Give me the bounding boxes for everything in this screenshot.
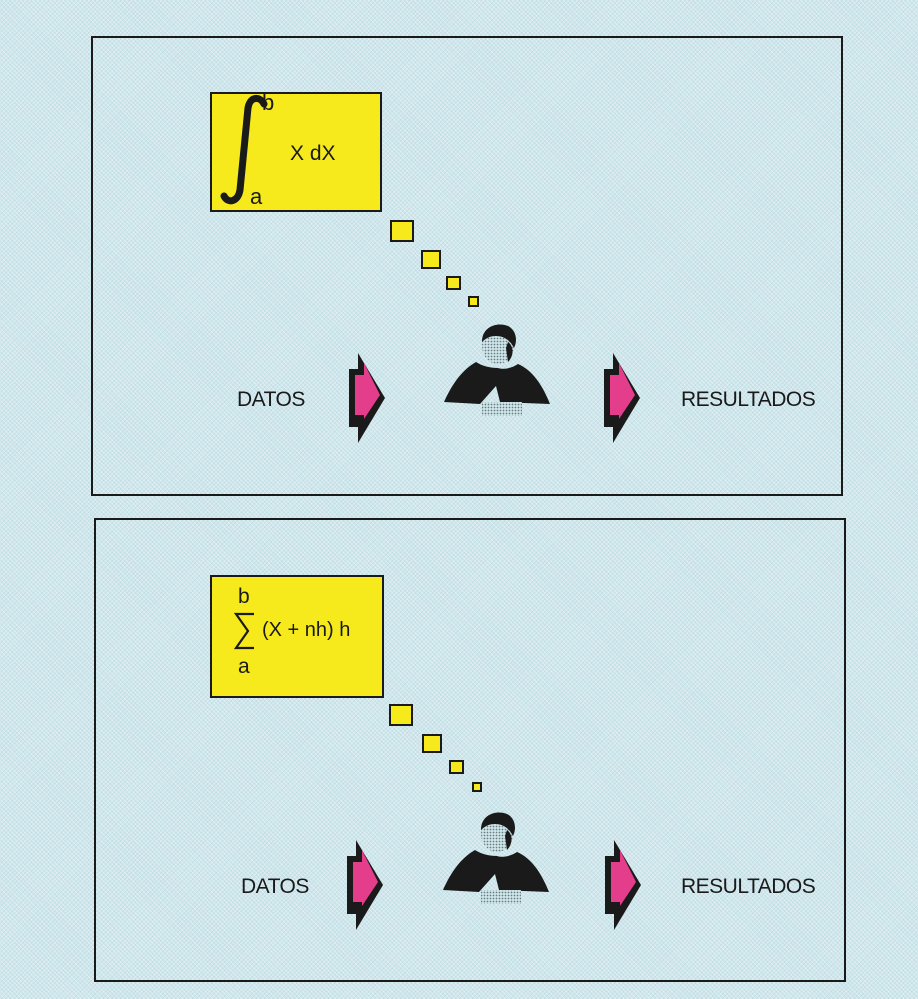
thought-square-2 — [421, 250, 441, 269]
integral-upper-limit: b — [262, 90, 275, 115]
input-arrow-icon — [347, 840, 383, 930]
summation-lower-limit: a — [238, 655, 250, 678]
output-arrow-icon — [604, 353, 640, 443]
thought-square-4 — [468, 296, 479, 307]
input-label: DATOS — [237, 388, 305, 411]
person-thinking-icon — [443, 812, 549, 904]
integral-sign-icon — [220, 95, 268, 205]
summation-body: (X + nh) h — [262, 619, 351, 641]
integral-formula-box: b a X dX — [210, 90, 382, 212]
summation-sign-icon — [233, 612, 254, 650]
input-label: DATOS — [241, 875, 309, 898]
thought-square-1 — [389, 704, 413, 726]
integral-lower-limit: a — [250, 184, 263, 209]
input-arrow-icon — [349, 353, 385, 443]
thought-square-1 — [390, 220, 414, 242]
thought-square-3 — [449, 760, 464, 774]
summation-formula-box: b a (X + nh) h — [210, 575, 384, 698]
thought-square-3 — [446, 276, 461, 290]
integral-panel: b a X dX DATOS RESULTADOS — [91, 36, 843, 496]
output-label: RESULTADOS — [681, 388, 816, 411]
summation-panel: b a (X + nh) h DATOS RESULTADOS — [94, 518, 846, 982]
person-thinking-icon — [444, 324, 550, 416]
integral-body: X dX — [290, 142, 336, 165]
output-arrow-icon — [605, 840, 641, 930]
thought-square-2 — [422, 734, 442, 753]
thought-square-4 — [472, 782, 482, 792]
summation-upper-limit: b — [238, 585, 250, 608]
output-label: RESULTADOS — [681, 875, 816, 898]
